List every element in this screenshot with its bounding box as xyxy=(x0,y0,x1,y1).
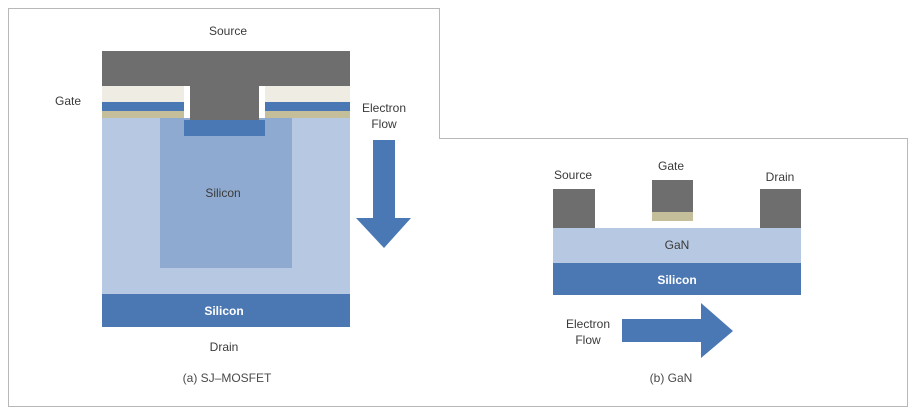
mosfet-electron-flow-arrow xyxy=(356,140,411,248)
gan-diagram: Source Gate Drain GaN Silicon Electron F… xyxy=(553,159,801,385)
gan-electron-flow-label-line2: Flow xyxy=(575,333,601,347)
mosfet-silicon-substrate xyxy=(102,294,350,327)
gan-source-label: Source xyxy=(554,168,592,182)
gan-drain-contact xyxy=(760,189,801,228)
mosfet-source-metal xyxy=(102,51,350,120)
mosfet-gate-label: Gate xyxy=(55,94,81,108)
gan-gate-contact xyxy=(652,180,693,212)
mosfet-electron-flow-label-line2: Flow xyxy=(371,117,397,131)
gan-source-contact xyxy=(553,189,595,228)
gan-electron-flow-arrow xyxy=(622,303,733,358)
mosfet-gate-insulator-right xyxy=(265,111,350,118)
gan-electron-flow-label-line1: Electron xyxy=(566,317,610,331)
mosfet-silicon-pillar-label: Silicon xyxy=(205,186,240,200)
gan-silicon-label: Silicon xyxy=(657,273,696,287)
mosfet-gate-right xyxy=(265,102,350,111)
gan-silicon-substrate xyxy=(553,263,801,295)
gan-drain-label: Drain xyxy=(766,170,795,184)
gan-gate-label: Gate xyxy=(658,159,684,173)
mosfet-gate-insulator-left xyxy=(102,111,184,118)
gan-layer xyxy=(553,228,801,263)
mosfet-gate-left xyxy=(102,102,184,111)
figure-frame xyxy=(8,8,908,407)
mosfet-silicon-substrate-label: Silicon xyxy=(204,304,243,318)
gan-gate-insulator xyxy=(652,212,693,221)
mosfet-diagram: Source Gate Electron Flow Silicon Silico… xyxy=(55,24,411,385)
mosfet-contact-region xyxy=(184,120,265,136)
mosfet-caption: (a) SJ–MOSFET xyxy=(183,371,272,385)
mosfet-source-label: Source xyxy=(209,24,247,38)
gan-layer-label: GaN xyxy=(665,238,690,252)
mosfet-electron-flow-label-line1: Electron xyxy=(362,101,406,115)
mosfet-silicon-pillar xyxy=(160,118,292,268)
mosfet-drain-label: Drain xyxy=(210,340,239,354)
gan-caption: (b) GaN xyxy=(650,371,693,385)
